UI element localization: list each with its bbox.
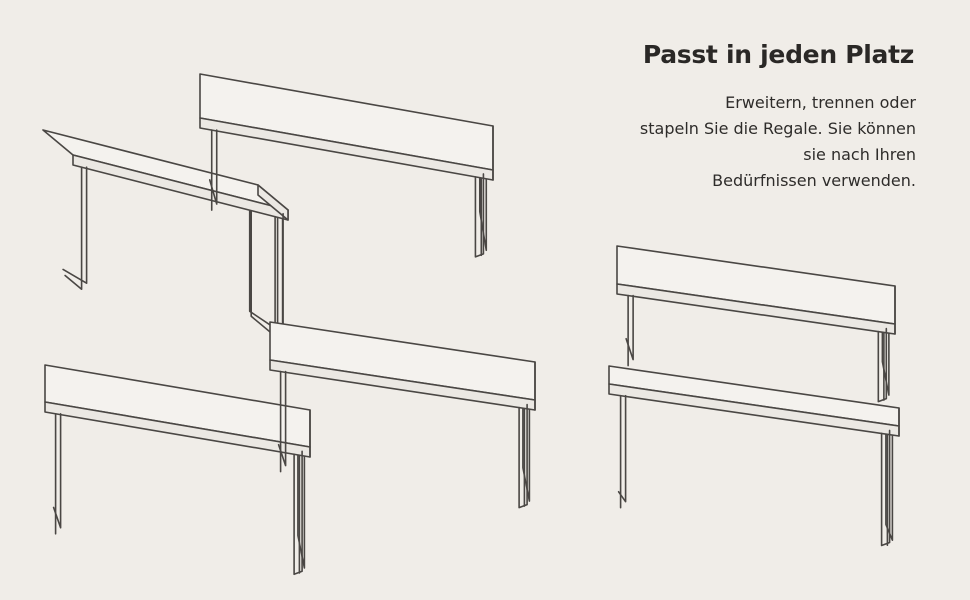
leg-frame-right xyxy=(250,193,279,340)
front-left-leg-inner-f xyxy=(625,294,634,361)
front-left-leg-inner-d xyxy=(277,370,287,467)
headline: Passt in jeden Platz xyxy=(642,40,914,69)
front-right-leg-c xyxy=(293,450,303,576)
front-right-leg-f xyxy=(877,327,888,403)
shelf-top-a xyxy=(42,129,289,211)
shelf-unit-f xyxy=(616,245,896,403)
leg-inner-right xyxy=(522,371,531,502)
shelf-unit-b xyxy=(199,73,494,258)
front-right-leg-d xyxy=(518,403,528,509)
shelf-unit-e xyxy=(608,365,900,547)
shelf-side-edge-a xyxy=(257,184,289,221)
description: Erweitern, trennen oder stapeln Sie die … xyxy=(556,90,916,194)
shelf-unit-a xyxy=(42,129,289,340)
description-line-1: Erweitern, trennen oder xyxy=(725,93,916,112)
front-left-leg-inner-e xyxy=(617,394,627,503)
front-left-leg-a xyxy=(64,166,83,291)
front-left-leg-inner-c xyxy=(52,412,62,529)
front-left-leg-inner-a xyxy=(62,166,88,285)
description-line-3: sie nach Ihren xyxy=(803,145,916,164)
shelf-unit-d xyxy=(269,321,536,509)
shelf-top-b xyxy=(199,73,494,171)
shelf-unit-c xyxy=(44,364,311,576)
leg-inner-right xyxy=(297,419,306,569)
front-left-leg-inner-b xyxy=(208,129,218,205)
description-line-4: Bedürfnissen verwenden. xyxy=(712,171,916,190)
front-right-leg-b xyxy=(474,173,485,258)
front-right-leg-e xyxy=(880,429,891,547)
description-line-2: stapeln Sie die Regale. Sie können xyxy=(639,119,916,138)
